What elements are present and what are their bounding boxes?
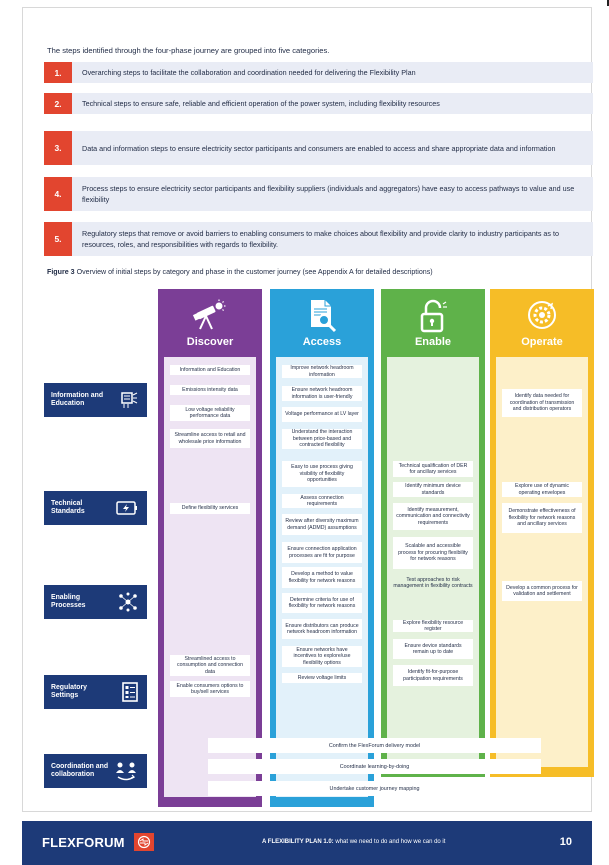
enable-card: Identify fit-for-purpose participation r… [393,665,473,686]
access-card: Ensure network headroom information is u… [282,386,362,401]
footer-tag-bold: A FLEXIBILITY PLAN 1.0: [262,839,334,845]
step-text: Data and information steps to ensure ele… [82,143,556,153]
access-body: Improve network headroom information Ens… [276,357,368,797]
footer-brand: FLEXFORUM [42,835,125,850]
battery-icon [116,501,137,515]
enable-card: Ensure device standards remain up to dat… [393,639,473,659]
access-card: Review voltage limits [282,673,362,683]
operate-card: Demonstrate effectiveness of flexibility… [502,503,582,533]
screen-icon [121,392,138,408]
enable-card: Explore flexibility resource register [393,620,473,632]
enable-header: Enable [381,289,485,357]
step-number: 4. [44,177,72,211]
step-number: 5. [44,222,72,256]
row-label-text: Information and Education [51,392,104,407]
row-label-technical: Technical Standards [44,491,147,525]
operate-body: Identify data needed for coordination of… [496,357,588,767]
step-2: 2. Technical steps to ensure safe, relia… [44,93,593,114]
discover-card: Streamline access to retail and wholesal… [170,429,250,448]
row-label-coordination: Coordination and collaboration [44,754,147,788]
padlock-icon [420,299,447,333]
access-card: Develop a method to value flexibility fo… [282,567,362,588]
corner-mark [589,0,609,6]
form-icon [122,682,138,702]
discover-card: Streamlined access to consumption and co… [170,655,250,676]
enable-card: Identify measurement, communication and … [393,503,473,530]
access-card: Voltage performance at LV layer [282,407,362,422]
discover-card: Information and Education [170,365,250,375]
row-label-processes: Enabling Processes [44,585,147,619]
coordination-item: Coordinate learning-by-doing [208,759,541,774]
operate-card: Develop a common process for validation … [502,581,582,601]
page-number: 10 [559,836,572,848]
intro-text: The steps identified through the four-ph… [47,46,330,55]
row-label-information: Information and Education [44,383,147,417]
discover-card: Low voltage reliability performance data [170,405,250,421]
step-text: Process steps to ensure electricity sect… [82,184,575,204]
enable-body: Technical qualification of DER for ancil… [387,357,479,767]
access-card: Review after diversity maximum demand (A… [282,514,362,535]
figure-caption: Figure 3 Overview of initial steps by ca… [47,268,433,276]
access-header: Access [270,289,374,357]
access-title: Access [302,336,342,348]
access-card: Easy to use process giving visibility of… [282,461,362,487]
row-label-text: Technical Standards [51,500,85,515]
document-search-icon [311,300,337,333]
step-number: 2. [44,93,72,114]
access-card: Ensure connection application processes … [282,542,362,563]
operate-header: Operate [490,289,594,357]
row-label-text: Enabling Processes [51,594,86,609]
operate-column: Operate Identify data needed for coordin… [490,289,594,777]
figure-caption-text: Overview of initial steps by category an… [76,268,433,276]
row-label-text: Regulatory Settings [51,684,87,699]
footer-tagline: A FLEXIBILITY PLAN 1.0: what we need to … [262,839,445,845]
step-4: 4. Process steps to ensure electricity s… [44,177,593,211]
enable-title: Enable [414,336,452,348]
access-card: Assess connection requirements [282,494,362,508]
enable-card: Technical qualification of DER for ancil… [393,461,473,477]
coordination-item: Undertake customer journey mapping [208,781,541,796]
step-3: 3. Data and information steps to ensure … [44,131,593,165]
figure-label: Figure 3 [47,268,75,276]
discover-header: Discover [158,289,262,357]
people-icon [116,762,136,781]
discover-card: Enable consumers options to buy/sell ser… [170,681,250,697]
flexforum-logo-icon [134,833,154,851]
operate-card: Explore use of dynamic operating envelop… [502,482,582,497]
enable-note: Test approaches to risk management in fl… [393,577,473,590]
row-label-text: Coordination and collaboration [51,763,109,778]
discover-card: Emissions intensity data [170,385,250,395]
step-text: Technical steps to ensure safe, reliable… [82,99,440,108]
step-5: 5. Regulatory steps that remove or avoid… [44,222,593,256]
step-text: Overarching steps to facilitate the coll… [82,68,416,77]
access-card: Determine criteria for use of flexibilit… [282,593,362,613]
access-column: Access Improve network headroom informat… [270,289,374,807]
row-label-regulatory: Regulatory Settings [44,675,147,709]
operate-card: Identify data needed for coordination of… [502,389,582,417]
step-text: Regulatory steps that remove or avoid ba… [82,229,560,249]
footer-tag-rest: what we need to do and how we can do it [333,839,446,845]
access-card: Understand the interaction between price… [282,429,362,449]
enable-column: Enable Technical qualification of DER fo… [381,289,485,777]
discover-body: Information and Education Emissions inte… [164,357,256,797]
gear-icon [528,301,556,329]
page-footer: FLEXFORUM A FLEXIBILITY PLAN 1.0: what w… [22,821,592,865]
enable-card: Scalable and accessible process for proc… [393,537,473,569]
telescope-icon [192,299,226,330]
step-number: 1. [44,62,72,83]
access-card: Ensure distributors can produce network … [282,619,362,639]
discover-title: Discover [186,336,234,348]
step-1: 1. Overarching steps to facilitate the c… [44,62,593,83]
network-icon [119,592,137,612]
discover-card: Define flexibility services [170,503,250,514]
enable-card: Identify minimum device standards [393,482,473,497]
discover-column: Discover Information and Education Emiss… [158,289,262,807]
coordination-item: Confirm the FlexForum delivery model [208,738,541,753]
step-number: 3. [44,131,72,165]
access-card: Improve network headroom information [282,365,362,378]
access-card: Ensure networks have incentives to explo… [282,646,362,667]
operate-title: Operate [521,336,563,348]
